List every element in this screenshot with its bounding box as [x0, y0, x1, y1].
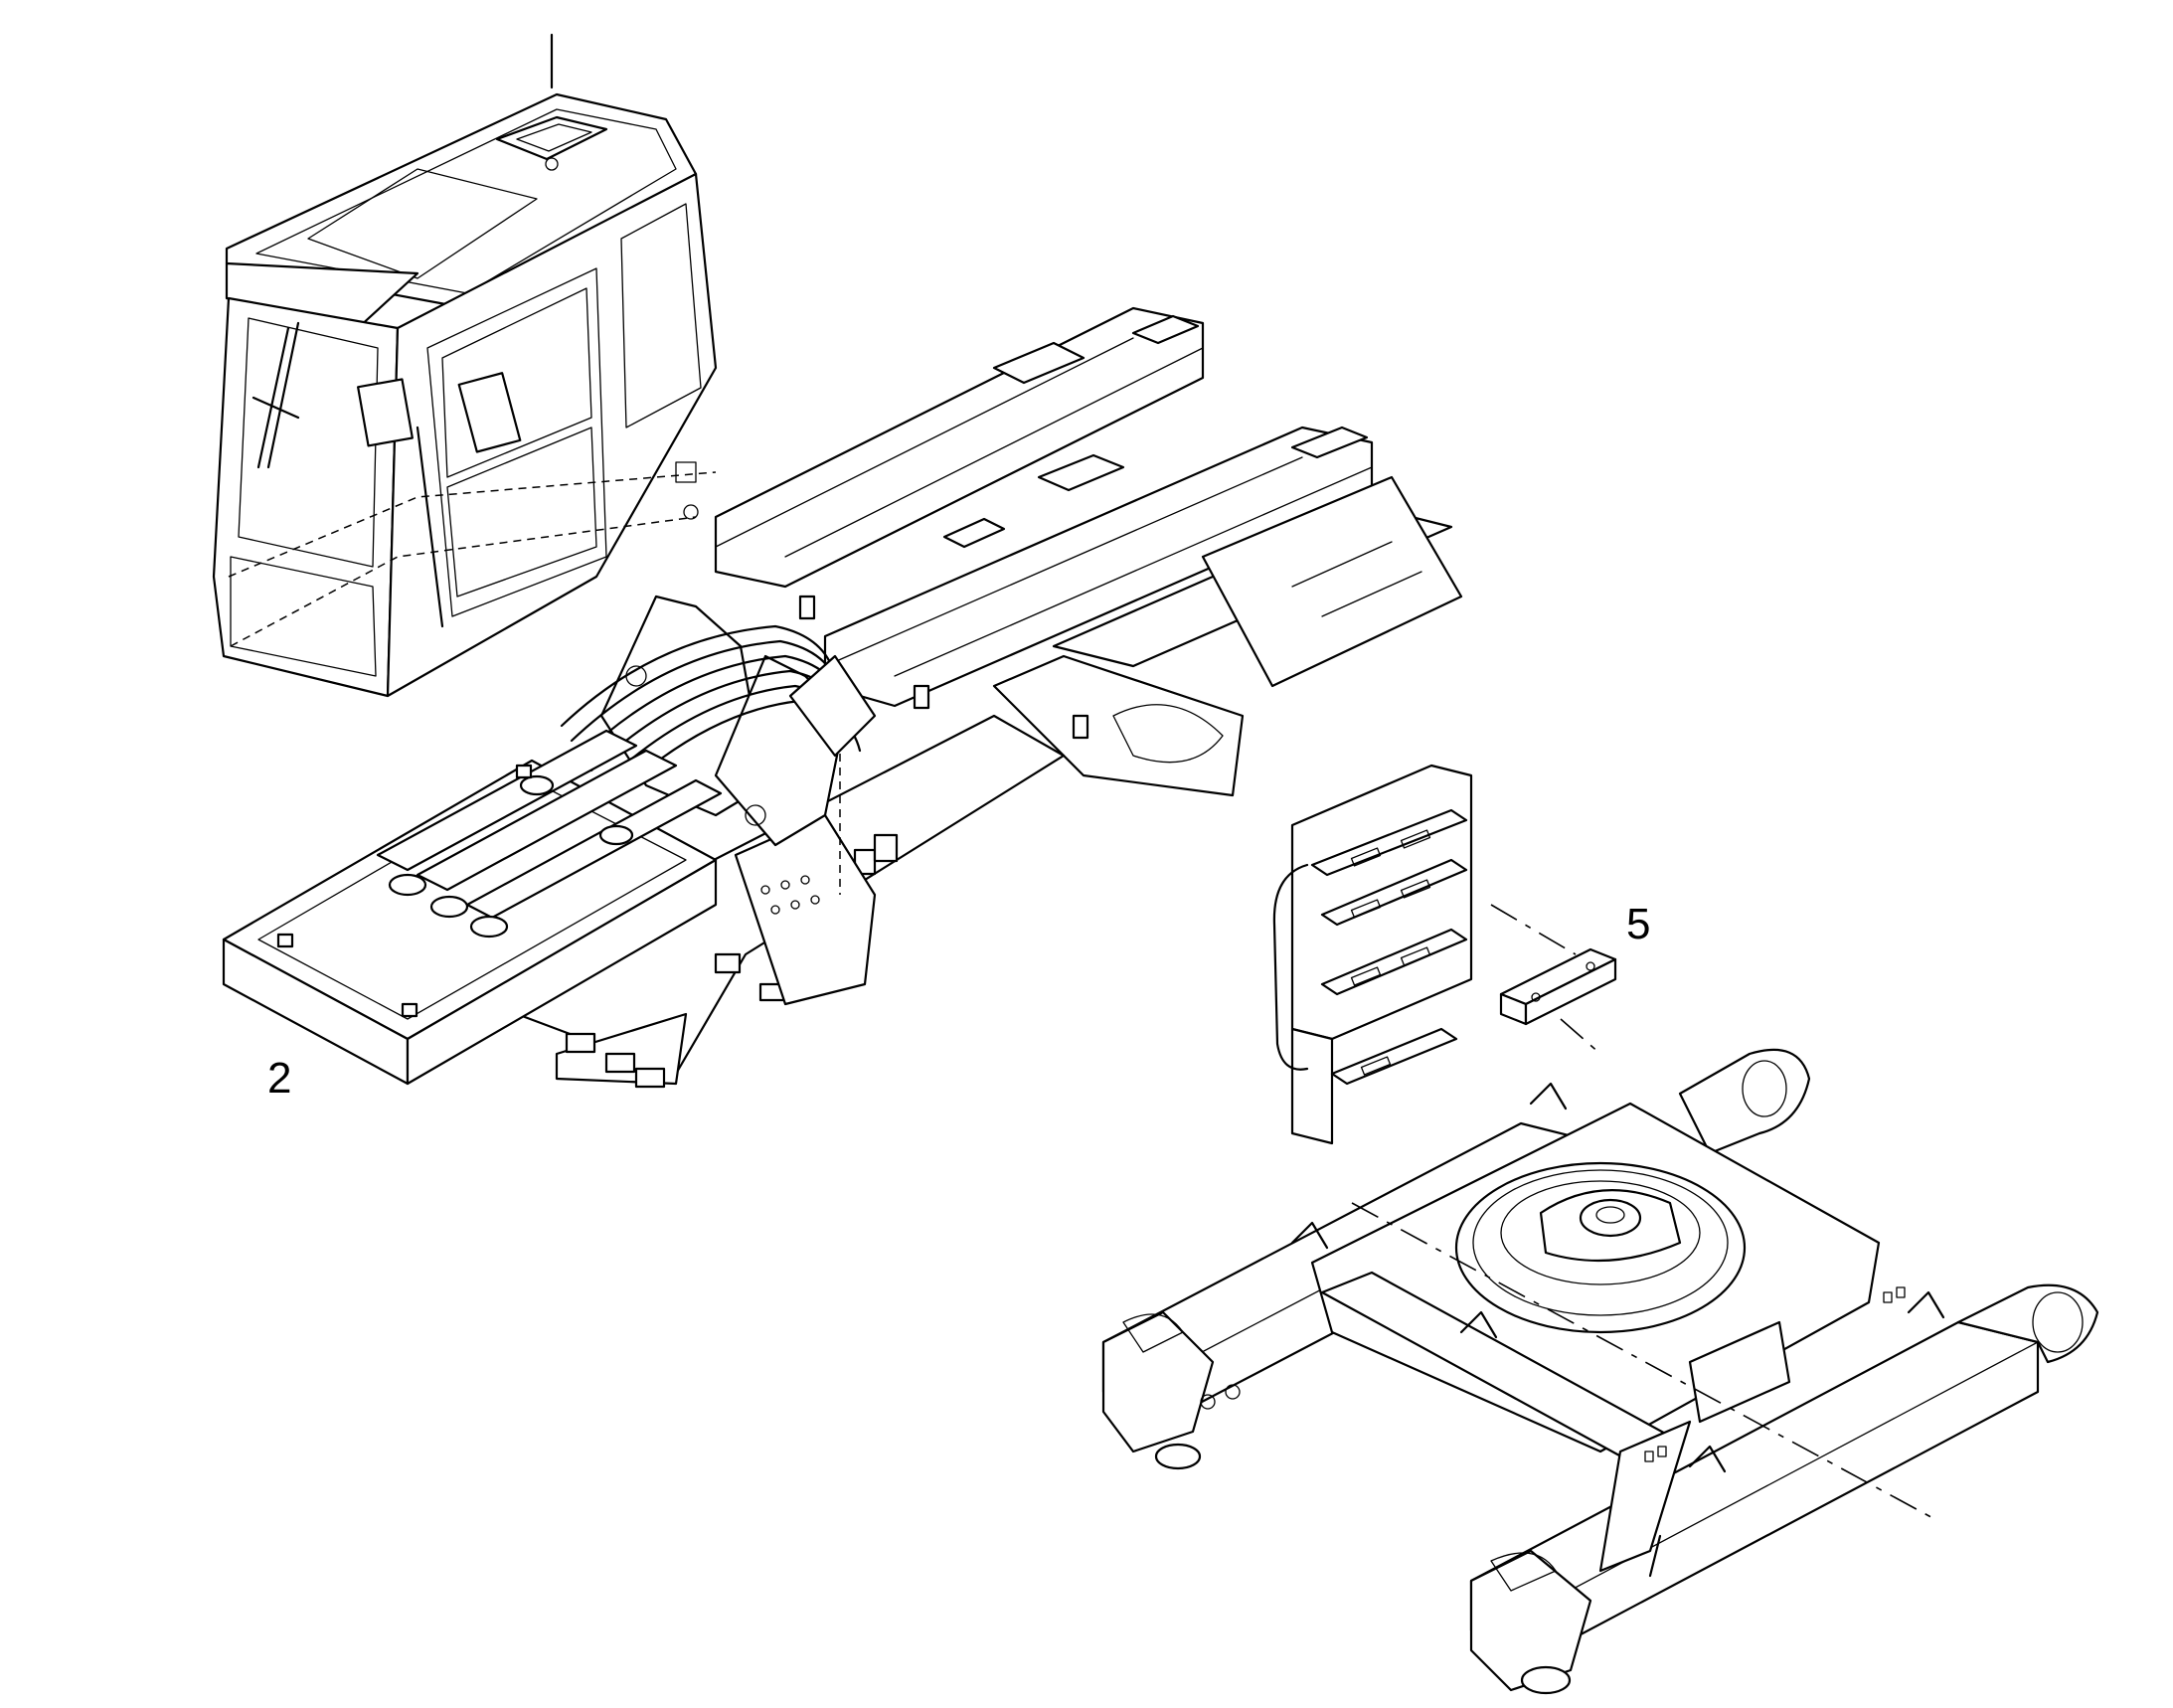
- step-ladder: [1272, 764, 1577, 1145]
- operator-cab: [212, 33, 718, 698]
- frame-item-2: [222, 729, 723, 1086]
- undercarriage: [1101, 1048, 2099, 1695]
- upper-frame: [515, 306, 1463, 1089]
- callout-item-5: 5: [1626, 900, 1651, 948]
- spacer-block-item-5: [1499, 947, 1617, 1055]
- callout-item-2: 2: [267, 1054, 292, 1103]
